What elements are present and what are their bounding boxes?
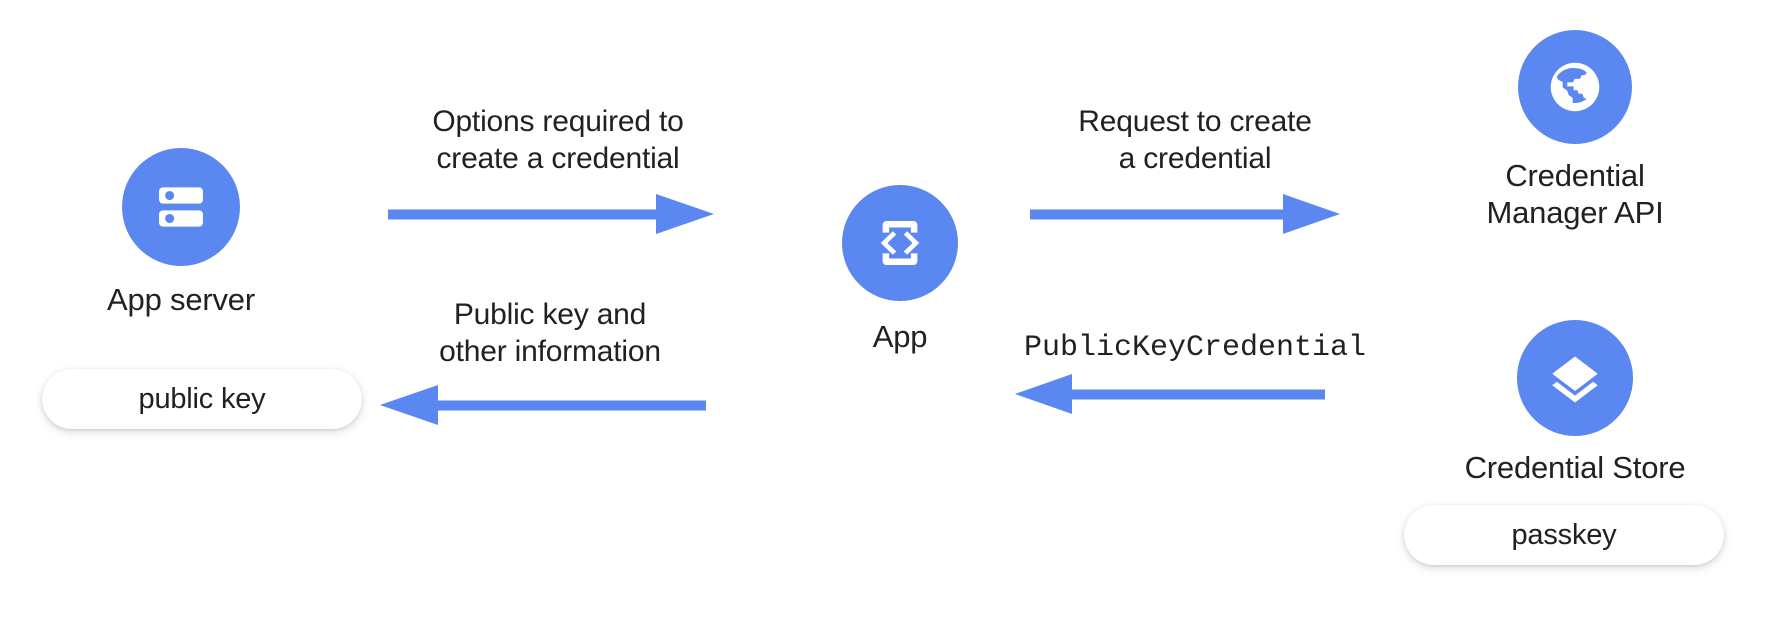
pill-passkey: passkey: [1404, 505, 1724, 565]
node-app: App: [820, 185, 980, 356]
app-icon-circle: [842, 185, 958, 301]
layers-icon: [1552, 356, 1598, 403]
pill-passkey-label: passkey: [1511, 518, 1617, 551]
credential-store-label: Credential Store: [1464, 450, 1686, 485]
arrow-public-key-credential-caption: PublicKeyCredential: [1023, 331, 1367, 365]
pill-public-key-label: public key: [138, 382, 266, 415]
arrow-request-to-create-caption: Request to create a credential: [1078, 105, 1312, 175]
arrow-left-icon: [1015, 373, 1325, 414]
credential-manager-api-label: Credential Manager API: [1486, 158, 1664, 230]
pill-public-key: public key: [42, 369, 362, 429]
arrow-public-key-and-other-information: Public key and other information: [380, 297, 720, 428]
node-app-server: App server: [36, 148, 326, 319]
arrow-public-key-credential: PublicKeyCredential: [1015, 330, 1375, 417]
node-credential-manager-api: Credential Manager API: [1440, 30, 1710, 231]
arrow-right-icon: [1030, 194, 1340, 235]
app-server-label: App server: [107, 282, 255, 317]
arrow-options-required-caption: Options required to create a credential: [432, 105, 684, 175]
globe-icon: [1550, 62, 1600, 112]
arrow-left-icon: [380, 385, 706, 426]
arrow-options-required: Options required to create a credential: [388, 104, 728, 237]
app-label: App: [872, 319, 928, 354]
app-server-icon-circle: [122, 148, 240, 266]
node-credential-store: Credential Store: [1420, 320, 1730, 487]
app-code-icon: [880, 221, 920, 265]
arrow-public-key-caption: Public key and other information: [439, 298, 661, 368]
server-icon: [159, 187, 203, 227]
arrow-right-icon: [388, 194, 714, 235]
credential-store-icon-circle: [1517, 320, 1633, 436]
credential-manager-api-icon-circle: [1518, 30, 1632, 144]
arrow-request-to-create: Request to create a credential: [1030, 104, 1360, 237]
